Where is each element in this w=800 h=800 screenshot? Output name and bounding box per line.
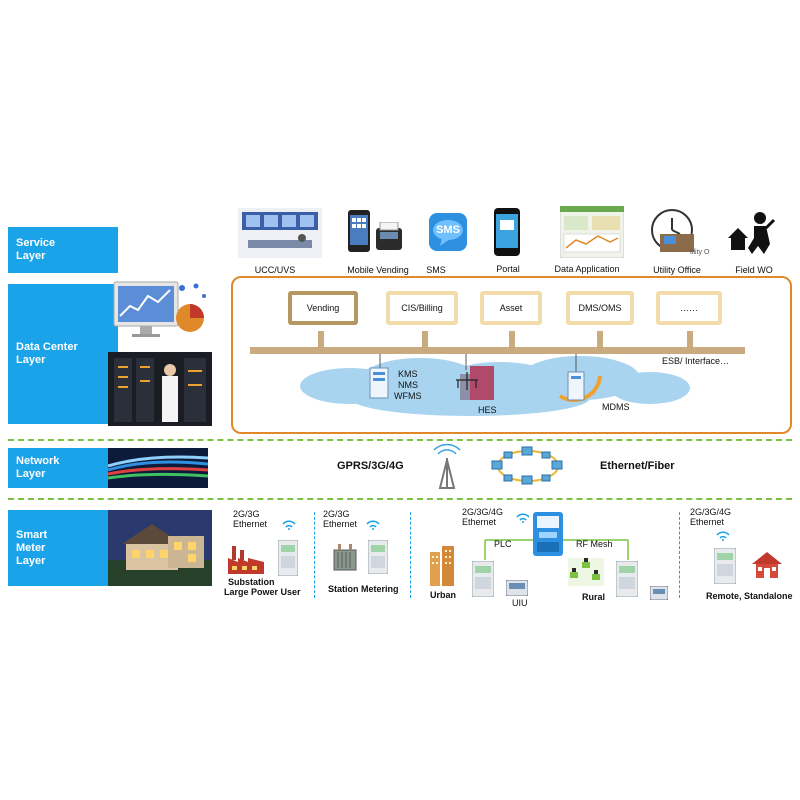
fiber-optic-icon (108, 448, 208, 488)
kms-label: KMS (398, 369, 418, 379)
field-worker-icon (726, 208, 776, 256)
smart-meter-icon (278, 540, 298, 576)
svg-text:tility Office: tility Office (690, 249, 710, 256)
remote-comm-2: Ethernet (690, 517, 725, 527)
app-asset-label: Asset (499, 303, 523, 313)
house-icon (752, 552, 782, 578)
hes-server-icon (456, 366, 494, 400)
control-room-icon (238, 208, 322, 258)
service-label-sms: SMS (426, 265, 446, 275)
ring-network-icon (491, 446, 563, 485)
wfms-label: WFMS (394, 391, 422, 401)
hes-label: HES (478, 405, 497, 415)
rural-houses-icon (568, 558, 604, 586)
dashboard-icon (560, 206, 624, 258)
smartphone-portal-icon (494, 208, 520, 256)
sms-icon-text: SMS (436, 224, 460, 236)
uiu-device-icon (650, 586, 668, 600)
app-cis-billing: CIS/Billing (386, 291, 458, 325)
buildings-icon (428, 546, 458, 586)
urban-comm-1: 2G/3G/4G (462, 507, 504, 517)
smart-meter-icon (472, 561, 494, 597)
remote-comm-1: 2G/3G/4G (690, 507, 732, 517)
service-label-mobile-vending: Mobile Vending (347, 265, 409, 275)
app-dms-oms-label: DMS/OMS (578, 303, 622, 313)
service-label-utility-office: Utility Office (653, 265, 701, 275)
app-cis-billing-label: CIS/Billing (401, 303, 443, 313)
service-layer-label: Service Layer (16, 237, 56, 262)
meter-separator-1 (314, 512, 315, 598)
wifi-icon (280, 518, 298, 530)
factory-icon (228, 544, 264, 574)
service-label-field-wo: Field WO (735, 265, 773, 275)
mobile-phone-icon (348, 210, 370, 252)
urban-comm-2: Ethernet (462, 517, 497, 527)
night-house-icon (108, 510, 212, 586)
network-wired-label: Ethernet/Fiber (600, 460, 675, 472)
station-comm-1: 2G/3G (323, 509, 350, 519)
substation-comm-2: Ethernet (233, 519, 268, 529)
meter-separator-2 (410, 512, 411, 598)
service-label-portal: Portal (496, 264, 520, 274)
clock-office-icon: tility Office (646, 208, 710, 258)
concentrator-icon (533, 512, 563, 556)
network-layer-label: Network Layer (16, 455, 60, 480)
network-separator-bottom (8, 498, 792, 500)
app-vending-label: Vending (306, 303, 340, 313)
cell-tower-icon (433, 443, 461, 489)
app-vending: Vending (288, 291, 358, 325)
smart-meter-icon (616, 561, 638, 597)
plc-label: PLC (494, 539, 512, 549)
app-asset: Asset (480, 291, 542, 325)
analytics-monitor-icon (108, 278, 212, 344)
wifi-icon (364, 518, 382, 530)
smart-meter-icon (714, 548, 736, 584)
remote-label: Remote, Standalone (706, 591, 793, 601)
smart-meter-layer-label: Smart Meter Layer (16, 528, 48, 567)
kms-server-icon (369, 367, 389, 399)
network-layer-tab: Network Layer (8, 448, 118, 488)
app-dms-oms: DMS/OMS (566, 291, 634, 325)
meter-separator-3 (679, 512, 680, 598)
data-center-box (231, 276, 792, 434)
smart-meter-layer-tab: Smart Meter Layer (8, 510, 118, 586)
esb-label: ESB/ Interface… (662, 356, 730, 366)
service-label-data-application: Data Application (554, 264, 620, 274)
sms-bubble-icon: SMS (428, 212, 468, 252)
station-comm-2: Ethernet (323, 519, 358, 529)
server-room-icon (108, 352, 212, 426)
transformer-icon (332, 544, 358, 572)
uiu-label: UIU (512, 598, 528, 608)
smart-meter-icon (368, 540, 388, 574)
uiu-device-icon (506, 580, 528, 596)
mdms-label: MDMS (602, 402, 630, 412)
mdms-server-icon (558, 371, 602, 403)
data-center-layer-label: Data Center Layer (16, 341, 78, 366)
network-wireless-label: GPRS/3G/4G (337, 460, 404, 472)
wifi-icon (714, 529, 732, 541)
station-label: Station Metering (328, 584, 399, 594)
service-layer-tab: Service Layer (8, 227, 118, 273)
pos-terminal-icon (374, 222, 404, 252)
substation-label-1: Substation (228, 577, 275, 587)
app-more: …… (656, 291, 722, 325)
rf-mesh-label: RF Mesh (576, 539, 613, 549)
substation-label-2: Large Power User (224, 587, 301, 597)
network-separator-top (8, 439, 792, 441)
nms-label: NMS (398, 380, 418, 390)
data-center-layer-tab: Data Center Layer (8, 284, 118, 424)
rural-label: Rural (582, 592, 606, 602)
service-label-ucc: UCC/UVS (254, 265, 296, 275)
urban-label: Urban (430, 590, 457, 600)
wifi-icon (514, 511, 532, 523)
app-more-label: …… (680, 303, 698, 313)
substation-comm-1: 2G/3G (233, 509, 260, 519)
